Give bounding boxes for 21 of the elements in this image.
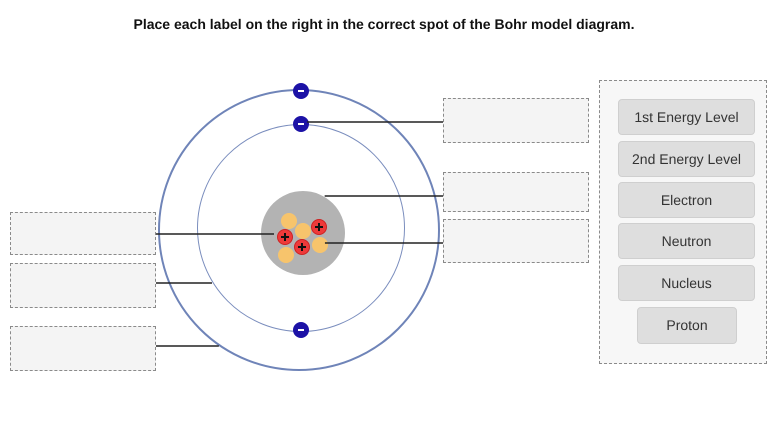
drop-zone bbox=[443, 98, 589, 143]
label-bank-panel bbox=[599, 80, 767, 364]
inner-orbit-ring bbox=[197, 124, 405, 332]
drop-zone bbox=[443, 219, 589, 263]
answer-chip: Nucleus bbox=[618, 265, 755, 301]
leader-line bbox=[156, 233, 274, 235]
answer-chip: 1st Energy Level bbox=[618, 99, 755, 135]
answer-chip: Electron bbox=[618, 182, 755, 218]
drop-zone bbox=[10, 263, 156, 308]
answer-chip: Proton bbox=[637, 307, 737, 344]
leader-line bbox=[324, 195, 443, 197]
leader-line bbox=[156, 345, 219, 347]
drop-zone bbox=[443, 172, 589, 212]
leader-line bbox=[156, 282, 212, 284]
answer-chip: 2nd Energy Level bbox=[618, 141, 755, 177]
leader-line bbox=[324, 242, 443, 244]
drop-zone bbox=[10, 326, 156, 371]
instruction-heading: Place each label on the right in the correct spot of the Bohr model diagram. bbox=[132, 15, 636, 34]
answer-chip: Neutron bbox=[618, 223, 755, 259]
leader-line bbox=[307, 121, 443, 123]
drop-zone bbox=[10, 212, 156, 255]
